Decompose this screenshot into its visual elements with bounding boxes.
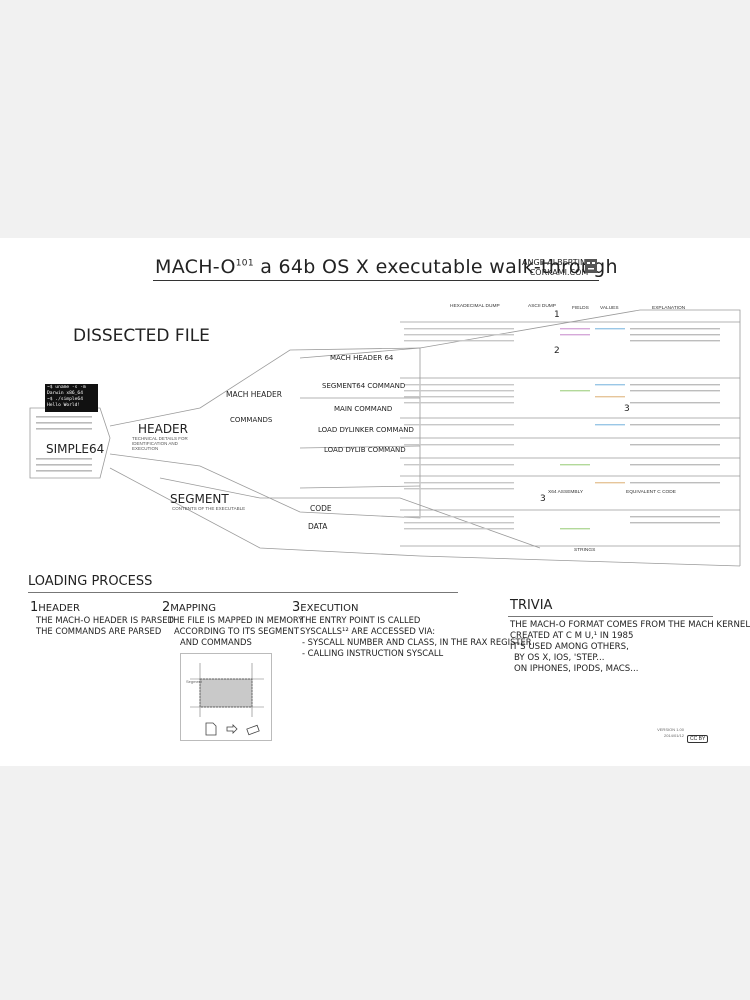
trivia-rule [508,616,713,617]
marker-2: 2 [554,346,560,356]
step-1: 1HEADER THE MACH-O HEADER IS PARSED THE … [30,600,174,636]
struct-load-dylib-command: LOAD DYLIB COMMAND [324,446,406,454]
col-hex-dump: HEXADECIMAL DUMP [450,304,500,309]
struct-main-command: MAIN COMMAND [334,405,393,413]
asm-header: X64 ASSEMBLY [548,490,584,495]
file-icon [205,722,217,736]
poster-title: MACH-O101 a 64b OS X executable walk-thr… [155,256,618,278]
col-values: VALUES [600,306,619,311]
marker-3a: 3 [624,404,630,414]
header-sub: TECHNICAL DETAILS FOR IDENTIFICATION AND… [132,436,188,451]
col-explanation: EXPLANATION [652,306,686,311]
trivia-title: TRIVIA [510,598,553,613]
trivia-body: THE MACH-O FORMAT COMES FROM THE MACH KE… [510,620,750,674]
dissected-title: DISSECTED FILE [73,326,210,346]
code-label: CODE [310,504,332,513]
license-badge: CC BY [687,727,709,745]
marker-1: 1 [554,310,560,320]
version: VERSION 1.00 [657,727,684,732]
date: 2014/01/12 [663,733,684,738]
file-label: SIMPLE64 [46,442,105,456]
strings-label: STRINGS [574,548,596,553]
struct-segment64-command: SEGMENT64 COMMAND [322,382,406,390]
step-2: 2MAPPING THE FILE IS MAPPED IN MEMORY AC… [162,600,304,647]
step-3: 3EXECUTION THE ENTRY POINT IS CALLED SYS… [292,600,532,658]
struct-load-dylinker-command: LOAD DYLINKER COMMAND [318,426,414,434]
col-ascii-dump: ASCII DUMP [528,304,556,309]
memory-chip-icon [246,724,260,736]
header-label: HEADER [138,422,188,436]
poster: MACH-O101 a 64b OS X executable walk-thr… [0,238,750,766]
author-block: ANGE ALBERTINI CORKAMI.COM [522,258,588,278]
title-underline [153,280,599,281]
segment-label: SEGMENT [170,492,229,506]
terminal-box: ~$ uname -s -m Darwin x86_64 ~$ ./simple… [45,384,98,412]
structure-diagram [29,309,741,567]
c-header: EQUIVALENT C CODE [626,490,676,495]
col-fields: FIELDS [572,306,589,311]
author-avatar-icon [585,259,597,273]
loading-title: LOADING PROCESS [28,574,153,589]
arrow-right-icon [226,724,238,734]
commands-label: COMMANDS [230,416,273,424]
mach-header-label: MACH HEADER [226,390,282,399]
segment-sub: CONTENTS OF THE EXECUTABLE [172,506,246,511]
author-name: ANGE ALBERTINI [522,258,589,267]
struct-mach-header-64: MACH HEADER 64 [330,354,394,362]
author-site: CORKAMI.COM [529,268,589,277]
data-label: DATA [308,522,328,531]
loading-rule [28,592,458,593]
marker-3b: 3 [540,494,546,504]
mapping-segment-label: Segment [186,679,203,684]
